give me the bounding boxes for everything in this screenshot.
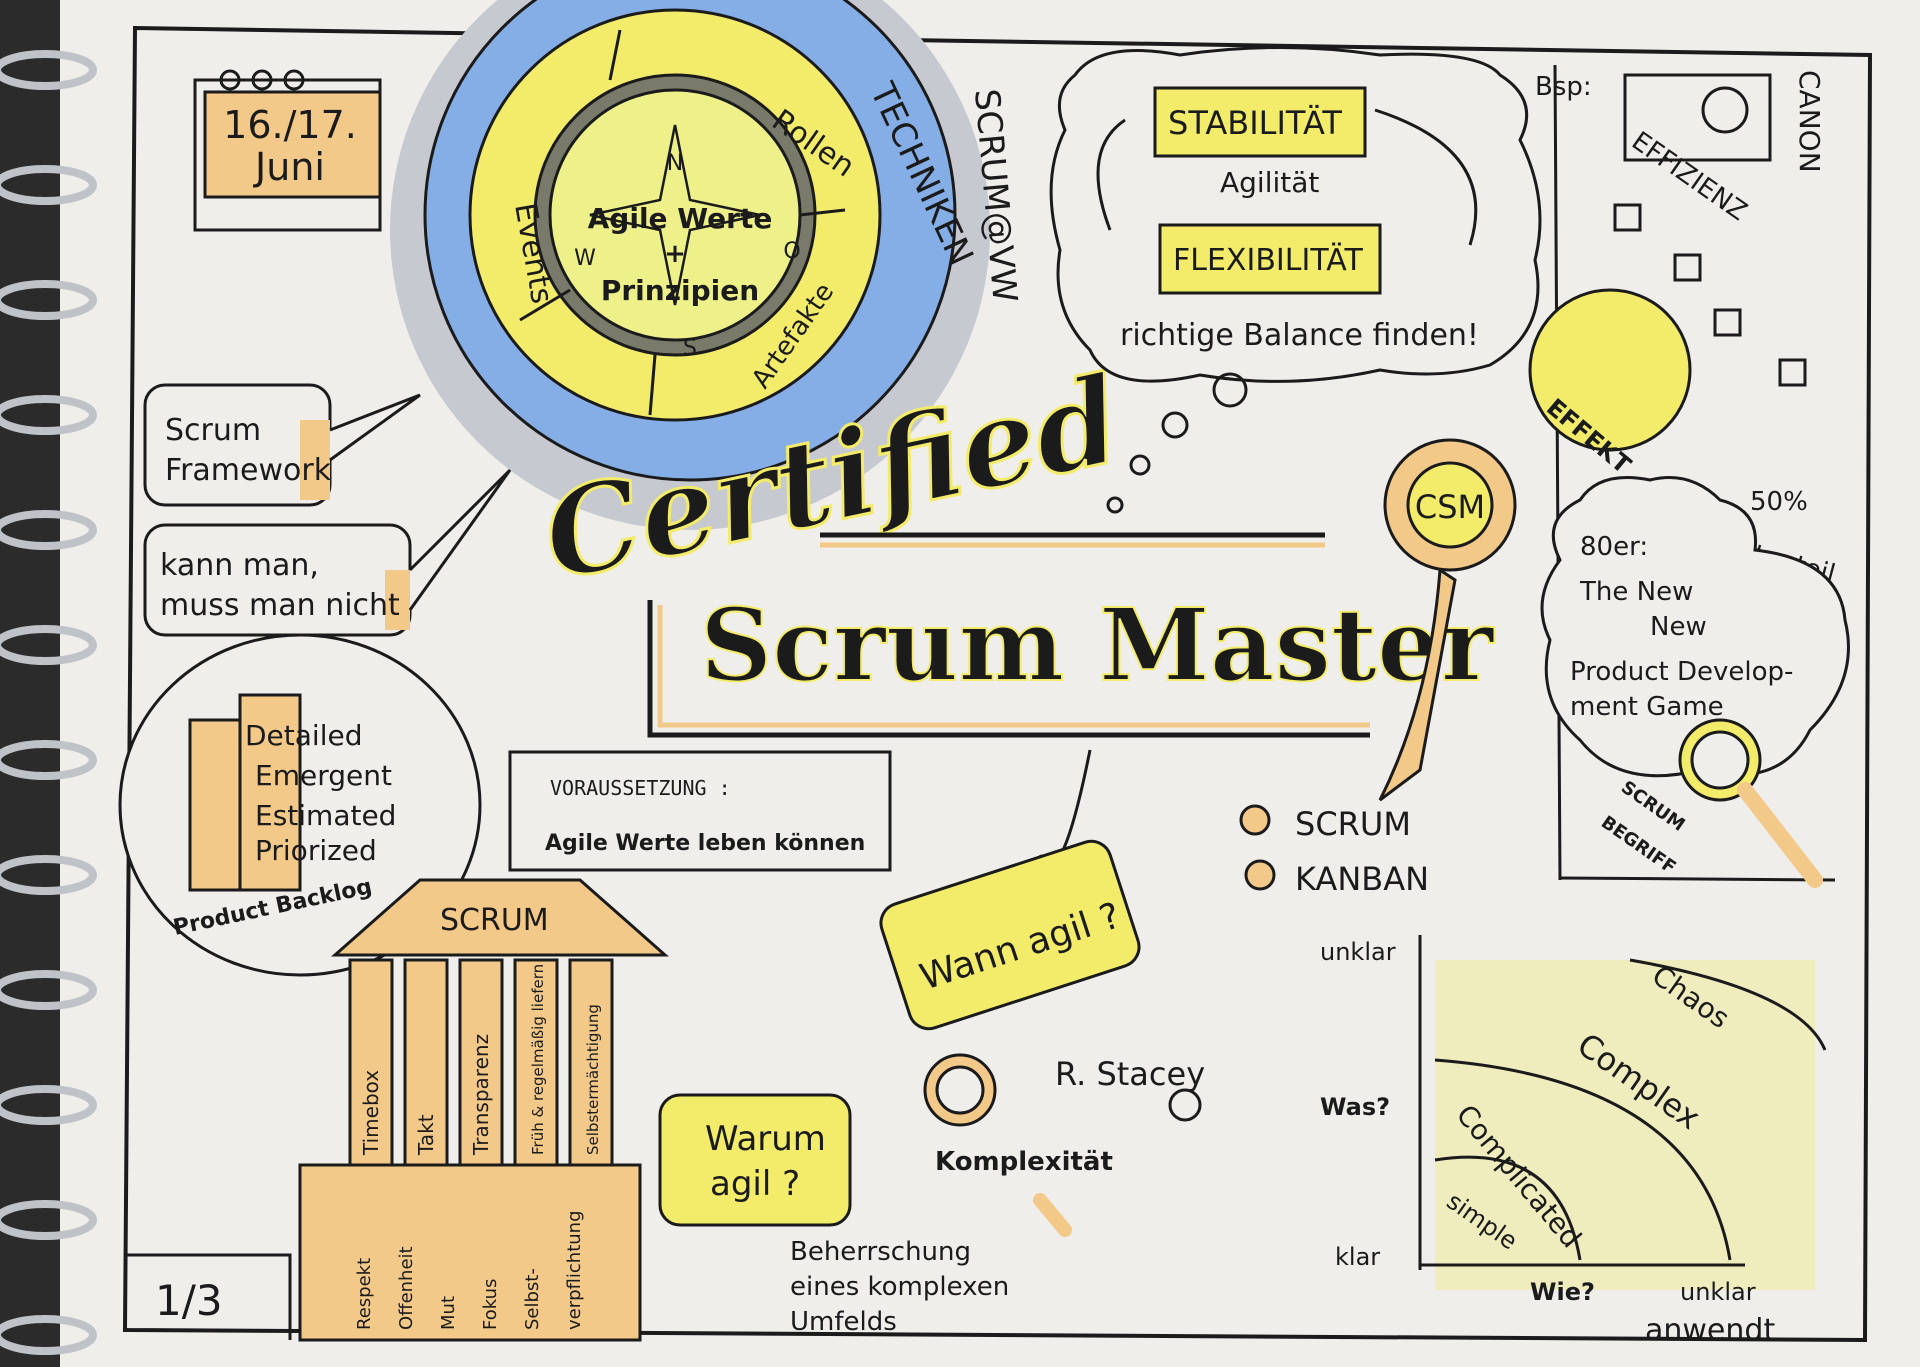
csm-badge: CSM <box>1378 438 1517 802</box>
callout-framework: Scrum Framework <box>143 383 421 507</box>
page-number: 1/3 <box>155 1276 223 1325</box>
spiral-ring <box>0 165 97 205</box>
compass-south: S <box>683 336 697 361</box>
temple-value-label: Offenheit <box>396 1246 417 1330</box>
cloud-line5: ment Game <box>1570 692 1724 722</box>
thought-cloud: STABILITÄT Agilität FLEXIBILITÄT richtig… <box>1049 46 1542 514</box>
spiral-ring <box>0 510 97 550</box>
stacey-y-question: Was? <box>1320 1093 1390 1121</box>
temple-pillar-label: Transparenz <box>469 1034 493 1156</box>
stacey-x-question: Wie? <box>1530 1278 1595 1306</box>
callout-kann-man: kann man, muss man nicht <box>143 468 512 637</box>
compass-north: N <box>667 151 683 176</box>
date-line2: Juni <box>253 145 325 189</box>
cloud-line2: The New <box>1579 577 1693 607</box>
framework-line1: Scrum <box>165 413 261 448</box>
temple-value-label: Respekt <box>354 1258 375 1330</box>
spiral-ring <box>0 50 97 90</box>
backlog-detailed: Detailed <box>245 719 362 752</box>
stabilitaet-label: STABILITÄT <box>1168 104 1342 142</box>
wheel-center-line3: Prinzipien <box>601 274 759 307</box>
methods: SCRUM KANBAN <box>1239 804 1429 898</box>
stacey-name: R. Stacey <box>1055 1055 1205 1093</box>
method-scrum: SCRUM <box>1295 805 1411 843</box>
stacey-y-bottom: klar <box>1335 1243 1380 1271</box>
spiral-ring <box>0 855 97 895</box>
agilitaet-label: Agilität <box>1220 166 1319 199</box>
wheel-center-line2: + <box>664 239 686 269</box>
spiral-ring <box>0 280 97 320</box>
cloud-line4: Product Develop- <box>1570 657 1793 687</box>
temple-pillar-label: Selbstermächtigung <box>584 1004 602 1155</box>
temple-pillar <box>513 958 559 1167</box>
canon-marktanteil-pct: 50% <box>1750 487 1808 517</box>
beherrschung-2: eines komplexen <box>790 1272 1009 1302</box>
temple-pillar <box>458 958 504 1167</box>
title-main: Scrum Master <box>700 586 1495 704</box>
date-line1: 16./17. <box>223 103 357 147</box>
agile-questions: Wann agil ? Warum agil ? R. Stacey Kompl… <box>658 749 1205 1337</box>
spiral-ring <box>0 1085 97 1125</box>
scrum-wheel: N S W O Agile Werte + Prinzipien Rollen … <box>390 0 1025 530</box>
flexibilitaet-label: FLEXIBILITÄT <box>1173 242 1364 278</box>
temple-pillar-label: Takt <box>414 1114 438 1156</box>
compass-west: W <box>574 246 596 271</box>
spiral-ring <box>0 395 97 435</box>
framework-line2: Framework <box>165 453 332 488</box>
effekt-circle <box>1528 288 1692 452</box>
stacey-y-top: unklar <box>1320 938 1396 966</box>
beherrschung-3: Umfelds <box>790 1307 897 1337</box>
kann-line2: muss man nicht <box>160 588 400 623</box>
wheel-center-line1: Agile Werte <box>588 202 773 235</box>
temple-pillar <box>568 958 614 1167</box>
voraussetzung-title: VORAUSSETZUNG : <box>550 776 731 800</box>
temple-pillar-label: Früh & regelmäßig liefern <box>529 964 547 1155</box>
backlog-emergent: Emergent <box>255 759 392 792</box>
voraussetzung-text: Agile Werte leben können <box>545 831 865 856</box>
temple-value-label: verpflichtung <box>564 1211 585 1331</box>
komplexitaet: Komplexität <box>935 1147 1113 1177</box>
spiral-ring <box>0 1315 97 1355</box>
balance-label: richtige Balance finden! <box>1120 318 1479 353</box>
voraussetzung-block: VORAUSSETZUNG : Agile Werte leben können <box>508 750 892 872</box>
spiral-ring <box>0 970 97 1010</box>
temple-roof: SCRUM <box>440 903 549 938</box>
spiral-binding <box>0 50 97 1355</box>
backlog-block: Detailed Emergent Estimated Priorized Pr… <box>118 633 482 977</box>
date-calendar: 16./17. Juni <box>193 69 382 232</box>
page-frame <box>122 25 1873 1343</box>
backlog-priorized: Priorized <box>255 834 377 867</box>
warum-line2: agil ? <box>710 1164 800 1204</box>
canon-brand: CANON <box>1793 70 1826 173</box>
compass-east: O <box>783 239 800 264</box>
spiral-ring <box>0 1200 97 1240</box>
spiral-ring <box>0 740 97 780</box>
cloud-line1: 80er: <box>1580 532 1648 562</box>
cloud-line3: New <box>1650 612 1707 642</box>
beherrschung-1: Beherrschung <box>790 1237 971 1267</box>
temple-value-label: Fokus <box>480 1279 501 1330</box>
canon-bsp: Bsp: <box>1535 72 1592 102</box>
stacey-x-right: unklar <box>1680 1278 1756 1306</box>
signature: anwendt <box>1645 1313 1775 1348</box>
stacey-chart: unklar Was? klar Wie? unklar Chaos Compl… <box>1320 935 1827 1348</box>
temple-value-label: Selbst- <box>522 1268 543 1330</box>
method-kanban: KANBAN <box>1295 860 1429 898</box>
temple-pillar-label: Timebox <box>359 1070 383 1156</box>
spiral-ring <box>0 625 97 665</box>
temple-value-label: Mut <box>438 1296 459 1330</box>
temple-pillar <box>348 958 394 1167</box>
csm-label: CSM <box>1415 488 1485 526</box>
backlog-estimated: Estimated <box>255 799 396 832</box>
kann-line1: kann man, <box>160 548 319 583</box>
temple-pillar <box>403 958 449 1167</box>
warum-line1: Warum <box>705 1119 826 1159</box>
page-number-block: 1/3 <box>125 1253 292 1340</box>
